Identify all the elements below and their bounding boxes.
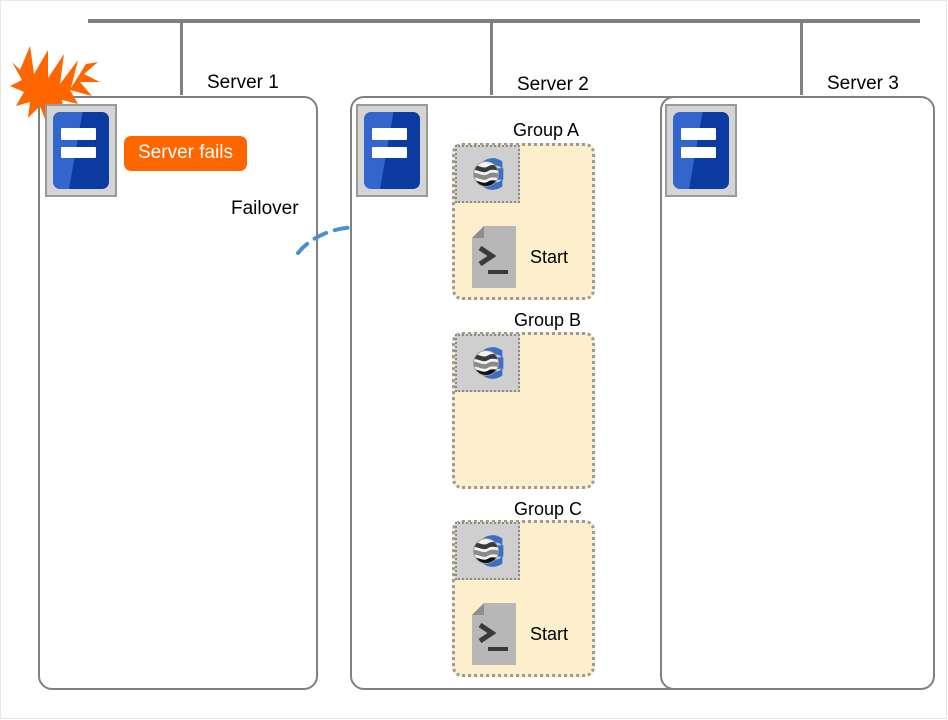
globe-resource-icon[interactable]: [455, 522, 520, 580]
lightning-burst-icon: [8, 44, 104, 122]
globe-resource-icon[interactable]: [455, 145, 520, 203]
server-led-bar: [371, 146, 407, 159]
server-led-bar: [680, 128, 716, 140]
group-b-label: Group B: [514, 310, 582, 330]
server-led-bar: [371, 128, 407, 140]
server-led-bar: [60, 128, 96, 140]
network-bus-line: [88, 19, 920, 23]
script-icon[interactable]: [472, 226, 516, 288]
failover-label: Failover: [231, 198, 299, 219]
server-1-label: Server 1: [207, 72, 279, 93]
server-chassis: [364, 112, 420, 189]
group-a-start-label: Start: [530, 247, 569, 267]
network-drop-line-server-3: [800, 21, 803, 95]
server-1-box[interactable]: [38, 96, 318, 690]
globe-resource-icon[interactable]: [455, 334, 520, 392]
group-c-start-label: Start: [530, 624, 569, 644]
network-drop-line-server-1: [180, 21, 183, 95]
server-3-label: Server 3: [827, 73, 899, 94]
group-c-label: Group C: [514, 499, 583, 519]
status-badge-server-fails: Server fails: [124, 136, 248, 171]
script-icon[interactable]: [472, 603, 516, 665]
server-icon[interactable]: [356, 104, 428, 197]
network-drop-line-server-2: [490, 21, 493, 95]
server-icon[interactable]: [665, 104, 737, 197]
server-icon[interactable]: [45, 104, 117, 197]
server-chassis: [673, 112, 729, 189]
server-led-bar: [680, 146, 716, 159]
server-led-bar: [60, 146, 96, 159]
server-chassis: [53, 112, 109, 189]
group-a-label: Group A: [513, 120, 580, 140]
server-2-label: Server 2: [517, 74, 589, 95]
